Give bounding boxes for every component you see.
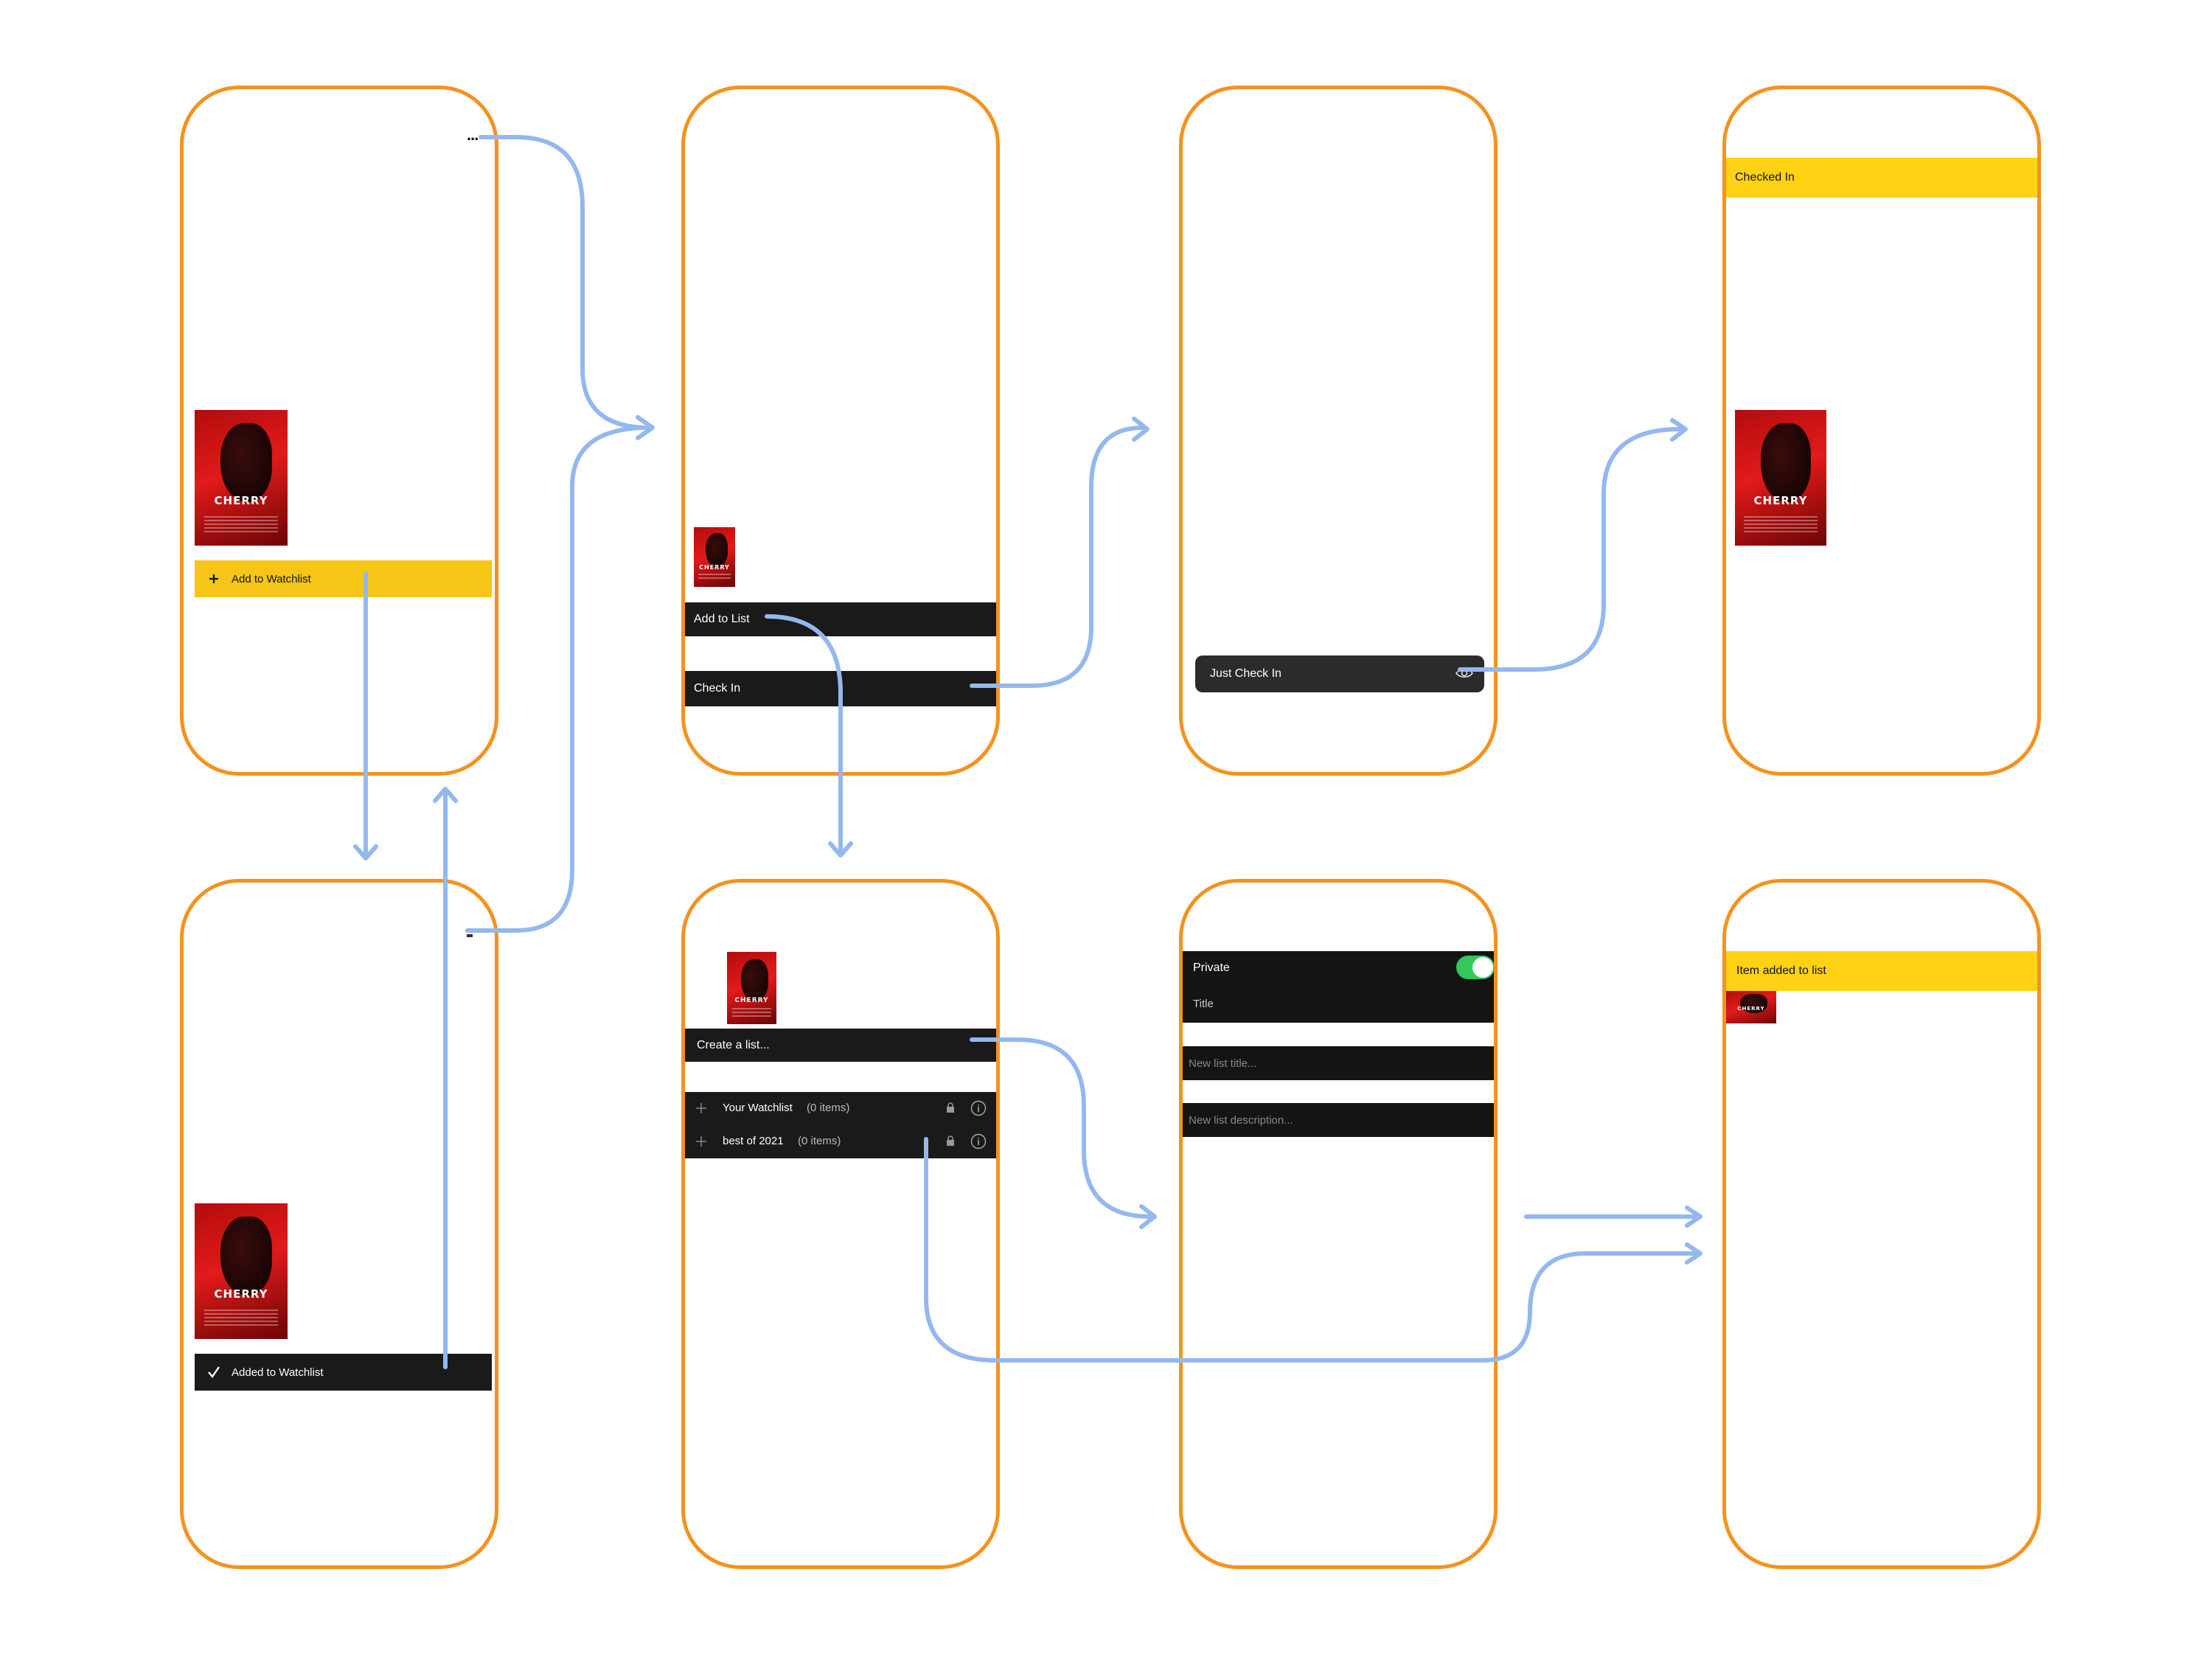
flow-arrow <box>970 425 1145 688</box>
list-item[interactable]: Your Watchlist (0 items) <box>685 1092 996 1125</box>
privacy-section: Private Title <box>1183 951 1494 1023</box>
screen-checked-in: Checked In CHERRY <box>1722 86 2041 776</box>
poster-title: CHERRY <box>1737 1005 1765 1012</box>
item-added-label: Item added to list <box>1736 964 1826 977</box>
flow-arrow <box>924 1137 1698 1363</box>
screen-list-picker: CHERRY Create a list... Your Watchlist (… <box>681 879 1000 1569</box>
more-menu-button[interactable]: ... <box>467 125 479 144</box>
flow-arrow <box>465 425 651 933</box>
add-to-watchlist-label: Add to Watchlist <box>232 572 311 585</box>
create-list-label: Create a list... <box>697 1038 770 1051</box>
arrow-head <box>1132 417 1150 442</box>
just-check-in-button[interactable]: Just Check In <box>1195 655 1484 692</box>
just-check-in-label: Just Check In <box>1210 667 1281 680</box>
screen-item-added: Item added to list CHERRY <box>1722 879 2041 1569</box>
poster-title: CHERRY <box>734 996 769 1004</box>
screen-check-in: Just Check In <box>1179 86 1498 776</box>
list-item[interactable]: best of 2021 (0 items) <box>685 1125 996 1158</box>
arrow-head <box>1685 1206 1703 1228</box>
added-to-watchlist-label: Added to Watchlist <box>232 1366 324 1379</box>
movie-poster: CHERRY <box>195 410 288 546</box>
arrow-head <box>1139 1204 1157 1229</box>
screen-action-menu: CHERRY Add to List Check In <box>681 86 1000 776</box>
screen-movie-detail: ... CHERRY Add to Watchlist <box>180 86 498 776</box>
list-title-placeholder: New list title... <box>1189 1057 1257 1070</box>
arrow-head <box>636 415 655 440</box>
plus-icon <box>695 1135 707 1147</box>
checked-in-label: Checked In <box>1735 171 1795 184</box>
arrow-head <box>1670 418 1688 442</box>
title-label: Title <box>1193 998 1214 1010</box>
movie-poster-thumb: CHERRY <box>1726 991 1776 1023</box>
info-icon[interactable] <box>970 1133 987 1150</box>
list-title-field[interactable]: New list title... <box>1183 1046 1494 1080</box>
arrow-head <box>828 841 853 858</box>
flow-arrow <box>1458 427 1682 672</box>
list-description-placeholder: New list description... <box>1189 1113 1293 1127</box>
movie-poster: CHERRY <box>195 1203 288 1339</box>
flow-arrow <box>765 614 843 855</box>
movie-poster-thumb: CHERRY <box>727 952 776 1024</box>
list-count: (0 items) <box>807 1102 850 1114</box>
movie-poster: CHERRY <box>1735 410 1826 546</box>
arrow-head <box>353 844 378 860</box>
check-in-label: Check In <box>694 682 741 695</box>
arrow-head <box>1685 1242 1703 1265</box>
poster-title: CHERRY <box>214 494 268 508</box>
item-added-toast: Item added to list <box>1726 951 2037 991</box>
info-icon[interactable] <box>970 1100 987 1116</box>
list-name: best of 2021 <box>723 1135 784 1147</box>
list-description-field[interactable]: New list description... <box>1183 1103 1494 1137</box>
more-menu-button[interactable] <box>467 934 473 937</box>
add-to-watchlist-button[interactable]: Add to Watchlist <box>195 560 492 597</box>
flow-arrow <box>970 1037 1152 1219</box>
arrow-head <box>433 787 458 803</box>
added-to-watchlist-button[interactable]: Added to Watchlist <box>195 1354 492 1391</box>
plus-icon <box>208 573 220 585</box>
plus-icon <box>695 1102 707 1114</box>
add-to-list-label: Add to List <box>694 613 750 625</box>
private-toggle[interactable] <box>1456 956 1494 979</box>
list-name: Your Watchlist <box>723 1102 793 1114</box>
add-to-list-menu-item[interactable]: Add to List <box>685 602 996 636</box>
lock-icon <box>946 1102 955 1113</box>
screen-new-list: Private Title New list title... New list… <box>1179 879 1498 1569</box>
list-count: (0 items) <box>798 1135 841 1147</box>
lists-panel: Your Watchlist (0 items) best of 2021 (0… <box>685 1092 996 1158</box>
poster-title: CHERRY <box>214 1287 268 1301</box>
poster-title: CHERRY <box>1753 494 1808 508</box>
flow-arrow <box>479 135 651 430</box>
checked-in-toast: Checked In <box>1726 158 2037 198</box>
movie-poster-thumb: CHERRY <box>694 527 735 587</box>
private-label: Private <box>1193 961 1230 974</box>
checkmark-icon <box>206 1365 221 1380</box>
poster-title: CHERRY <box>699 564 730 571</box>
lock-icon <box>946 1135 955 1147</box>
create-list-button[interactable]: Create a list... <box>685 1029 996 1062</box>
